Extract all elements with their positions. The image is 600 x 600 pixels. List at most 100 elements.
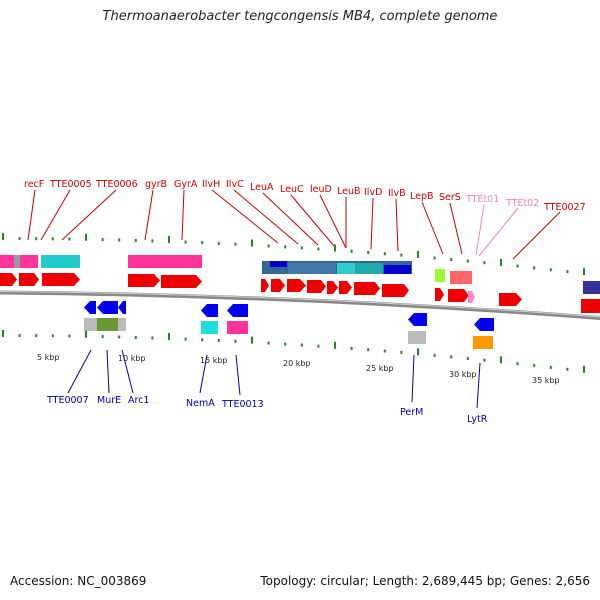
gene-label-LytR[interactable]: LytR <box>467 414 488 425</box>
leader-line <box>319 194 347 249</box>
scale-ticks <box>2 233 585 373</box>
gene-label-SerS[interactable]: SerS <box>439 192 461 203</box>
gene-label-IlvB[interactable]: IlvB <box>388 188 406 199</box>
category-box[interactable] <box>163 255 202 268</box>
category-band-lower <box>84 318 493 349</box>
category-box[interactable] <box>97 318 118 331</box>
leader-line <box>370 197 374 250</box>
genome-backbone <box>0 290 600 320</box>
gene-label-LeuC[interactable]: LeuC <box>280 184 304 195</box>
category-box[interactable] <box>128 255 163 268</box>
leader-line <box>411 354 415 403</box>
gene-arrow-forward[interactable] <box>261 279 269 292</box>
leader-line <box>262 192 319 246</box>
gene-arrow-forward[interactable] <box>354 282 380 295</box>
gene-arrow-reverse[interactable] <box>118 301 126 314</box>
gene-arrow-forward[interactable] <box>307 280 326 293</box>
category-box[interactable] <box>270 261 287 267</box>
leader-line <box>106 349 110 394</box>
category-box[interactable] <box>355 263 383 274</box>
gene-label-NemA[interactable]: NemA <box>186 398 215 409</box>
gene-arrow-reverse[interactable] <box>201 304 218 317</box>
category-box[interactable] <box>118 318 126 331</box>
category-band-upper <box>0 255 600 294</box>
gene-arrow-forward[interactable] <box>327 281 338 294</box>
gene-label-TTE0005[interactable]: TTE0005 <box>49 179 92 190</box>
gene-label-TTEt01[interactable]: TTEt01 <box>465 194 499 205</box>
gene-label-GyrA[interactable]: GyrA <box>174 179 198 190</box>
leader-line <box>475 204 485 256</box>
gene-label-TTE0027[interactable]: TTE0027 <box>543 202 586 213</box>
gene-arrow-forward[interactable] <box>161 275 202 288</box>
gene-arrow-forward[interactable] <box>128 274 160 287</box>
gene-arrow-forward[interactable] <box>499 293 522 306</box>
gene-label-PerM[interactable]: PerM <box>400 407 423 418</box>
gene-label-IlvH[interactable]: IlvH <box>202 179 220 190</box>
category-box[interactable] <box>14 255 20 268</box>
leader-line <box>40 189 71 241</box>
gene-arrow-forward[interactable] <box>0 273 17 286</box>
gene-arrow-forward[interactable] <box>287 279 306 292</box>
gene-label-MurE[interactable]: MurE <box>97 395 121 406</box>
leader-line <box>121 349 134 394</box>
gene-arrow-forward[interactable] <box>468 291 475 303</box>
category-box[interactable] <box>384 265 411 274</box>
category-box[interactable] <box>450 271 472 284</box>
category-box[interactable] <box>84 318 97 331</box>
gene-arrow-reverse[interactable] <box>97 301 118 314</box>
gene-label-gyrB[interactable]: gyrB <box>145 179 167 190</box>
gene-label-recF[interactable]: recF <box>24 179 44 190</box>
leader-line <box>478 207 519 257</box>
gene-label-TTE0006[interactable]: TTE0006 <box>95 179 138 190</box>
leader-line <box>144 189 154 241</box>
category-box[interactable] <box>288 263 336 274</box>
gene-arrow-forward[interactable] <box>42 273 80 286</box>
gene-label-TTE0013[interactable]: TTE0013 <box>221 399 264 410</box>
leader-line <box>421 201 444 255</box>
gene-label-LeuB[interactable]: LeuB <box>337 186 361 197</box>
gene-label-TTE0007[interactable]: TTE0007 <box>46 395 89 406</box>
category-box[interactable] <box>408 331 426 344</box>
gene-arrow-forward[interactable] <box>382 284 409 297</box>
accession-text: Accession: NC_003869 <box>10 574 147 588</box>
gene-arrow-forward[interactable] <box>448 289 469 302</box>
gene-label-Arc1[interactable]: Arc1 <box>128 395 149 406</box>
leader-line <box>235 354 241 396</box>
gene-arrow-reverse[interactable] <box>408 313 427 326</box>
gene-label-IlvD[interactable]: IlvD <box>364 187 382 198</box>
leader-line <box>199 354 208 394</box>
category-box[interactable] <box>227 321 248 334</box>
genome-backbone-highlight <box>0 291 600 318</box>
category-box[interactable] <box>41 255 80 268</box>
category-box[interactable] <box>583 281 600 294</box>
category-box[interactable] <box>337 263 355 274</box>
gene-arrow-forward[interactable] <box>271 279 285 292</box>
reverse-strand-genes <box>84 301 494 331</box>
leader-line <box>449 202 463 255</box>
gene-arrow-forward[interactable] <box>19 273 39 286</box>
gene-arrow-reverse[interactable] <box>474 318 494 331</box>
gene-label-LepB[interactable]: LepB <box>410 191 434 202</box>
forward-strand-genes <box>0 273 600 313</box>
category-box[interactable] <box>201 321 218 334</box>
category-box[interactable] <box>473 336 493 349</box>
gene-arrow-forward[interactable] <box>339 281 352 294</box>
gene-arrow-reverse[interactable] <box>84 301 96 314</box>
scale-label: 25 kbp <box>366 364 394 373</box>
leader-line <box>181 189 185 241</box>
gene-arrow-forward[interactable] <box>435 288 444 301</box>
gene-label-TTEt02[interactable]: TTEt02 <box>505 198 539 209</box>
scale-label: 5 kbp <box>37 353 59 362</box>
gene-arrow-reverse[interactable] <box>227 304 248 317</box>
gene-label-LeuA[interactable]: LeuA <box>250 182 274 193</box>
gene-label-IlvC[interactable]: IlvC <box>226 179 244 190</box>
gene-arrow-forward[interactable] <box>581 299 600 313</box>
scale-label: 35 kbp <box>532 376 560 385</box>
leader-line <box>395 198 399 252</box>
leader-line <box>61 189 117 241</box>
map-title: Thermoanaerobacter tengcongensis MB4, co… <box>102 9 498 24</box>
category-box[interactable] <box>435 269 445 282</box>
gene-label-leuD[interactable]: leuD <box>310 184 332 195</box>
